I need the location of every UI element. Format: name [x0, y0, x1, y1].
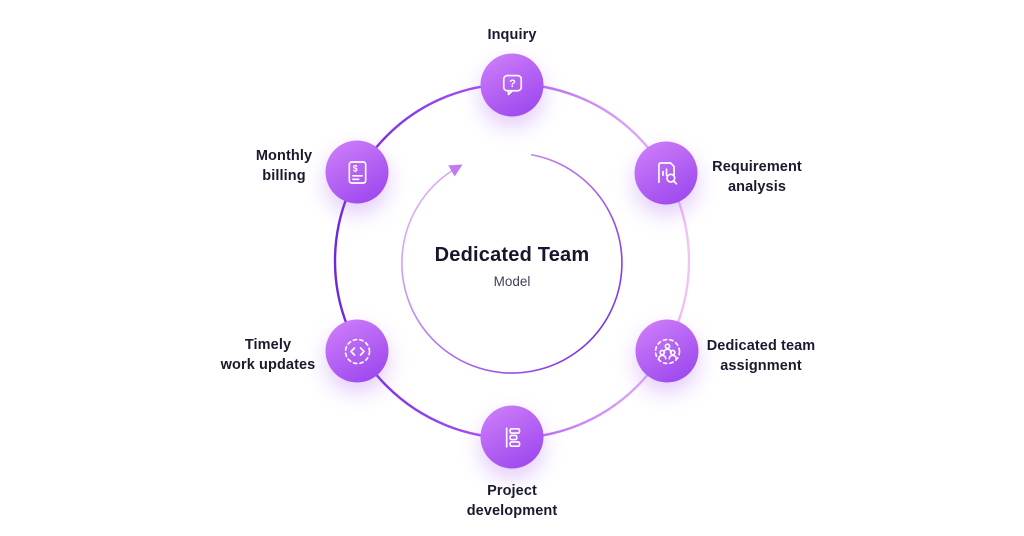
label-dedicated-team-assignment: Dedicated team assignment: [706, 338, 816, 374]
task-board-icon: [505, 426, 520, 448]
inner-cycle-arrow: [401, 153, 623, 374]
node-dedicated-team-assignment: [635, 319, 699, 383]
center-block: Dedicated Team Model: [362, 244, 662, 289]
team-group-icon: [654, 338, 680, 364]
label-monthly-billing: Monthly billing: [255, 148, 313, 184]
node-monthly-billing: $: [325, 140, 389, 204]
node-inquiry: ?: [480, 53, 544, 117]
label-timely-work-updates: Timely work updates: [220, 337, 316, 373]
label-project-development: Project development: [466, 483, 558, 519]
node-project-development: [480, 405, 544, 469]
question-chat-icon: ?: [502, 74, 522, 95]
node-requirement-analysis: [634, 141, 698, 205]
svg-text:?: ?: [509, 77, 516, 89]
billing-invoice-icon: $: [348, 160, 366, 184]
label-inquiry: Inquiry: [487, 27, 537, 43]
label-requirement-analysis: Requirement analysis: [712, 159, 802, 195]
document-search-icon: [657, 161, 677, 185]
diagram-title: Dedicated Team: [434, 244, 590, 266]
code-circle-icon: [344, 338, 370, 364]
node-timely-work-updates: [325, 319, 389, 383]
diagram-subtitle: Model: [493, 274, 531, 289]
svg-text:$: $: [352, 163, 357, 173]
